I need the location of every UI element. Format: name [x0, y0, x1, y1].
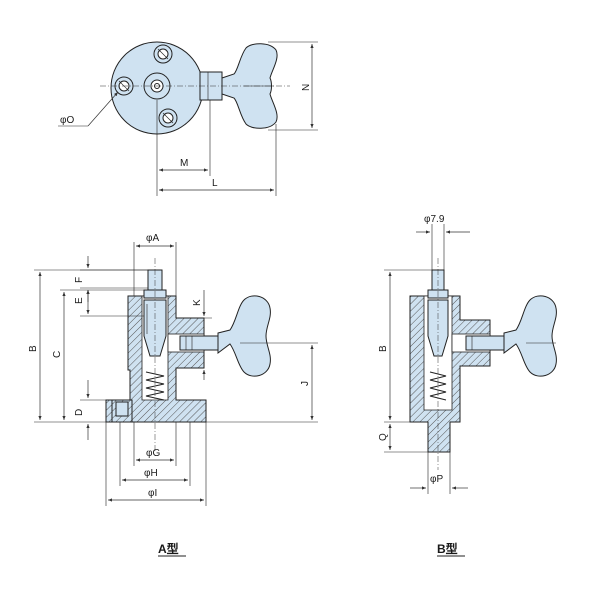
- label-B-typeb: B: [378, 345, 389, 352]
- type-a-view: φA F E K B C D J: [28, 233, 318, 557]
- label-O: φO: [60, 115, 74, 126]
- label-F: F: [74, 277, 85, 283]
- type-b-handle: [503, 295, 557, 377]
- type-a-handle: [217, 295, 271, 377]
- label-B: B: [28, 345, 39, 352]
- label-Q: Q: [378, 433, 389, 441]
- label-L: L: [212, 178, 218, 189]
- label-M: M: [180, 158, 188, 169]
- label-A: φA: [146, 233, 159, 244]
- type-a-caption: A型: [158, 541, 179, 556]
- label-P: φP: [430, 474, 443, 485]
- label-H: φH: [144, 468, 158, 479]
- label-E: E: [74, 297, 85, 304]
- type-b-spring: [429, 371, 447, 401]
- type-b-caption: B型: [437, 541, 458, 556]
- type-b-view: φ7.9 B Q φP B型: [378, 214, 557, 557]
- bolt-hole-3: [158, 108, 178, 128]
- label-C: C: [52, 351, 63, 358]
- label-N: N: [301, 84, 312, 91]
- label-J: J: [300, 381, 311, 386]
- label-K: K: [192, 299, 203, 306]
- type-a-spring: [145, 371, 165, 401]
- bolt-hole-2: [153, 44, 173, 64]
- top-view: N M L φO: [58, 41, 318, 196]
- label-D: D: [74, 409, 85, 416]
- label-G: φG: [146, 448, 160, 459]
- label-I: φI: [148, 488, 157, 499]
- label-stem-dia: φ7.9: [424, 214, 445, 225]
